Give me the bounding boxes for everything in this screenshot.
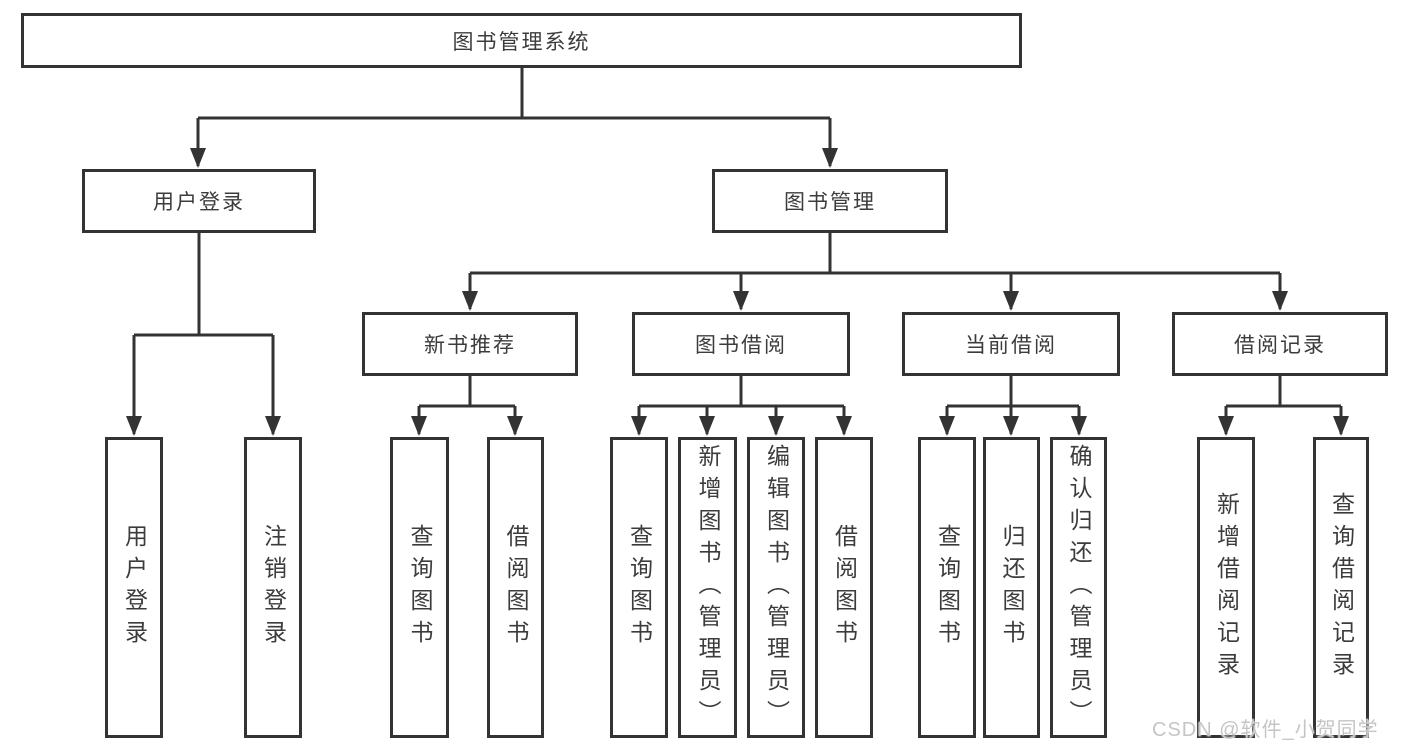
leaf-return-book: 归还图书 bbox=[983, 437, 1040, 738]
node-new-book-recommendation: 新书推荐 bbox=[362, 312, 578, 376]
leaf-user-login-label: 用户登录 bbox=[121, 523, 148, 652]
leaf-add-borrow-record-label: 新增借阅记录 bbox=[1213, 491, 1240, 684]
leaf-return-book-label: 归还图书 bbox=[999, 523, 1025, 652]
leaf-query-borrow-record-label: 查询借阅记录 bbox=[1328, 491, 1355, 684]
leaf-confirm-return-admin-label: 确认归还（管理员） bbox=[1066, 443, 1092, 732]
leaf-query-books-borrowing: 查询图书 bbox=[610, 437, 668, 738]
leaf-logout: 注销登录 bbox=[244, 437, 302, 738]
node-book-management: 图书管理 bbox=[712, 169, 948, 233]
leaf-query-books-recommend: 查询图书 bbox=[390, 437, 449, 738]
leaf-query-borrow-record: 查询借阅记录 bbox=[1313, 437, 1369, 738]
connector-lines bbox=[132, 68, 1343, 434]
leaf-borrow-books-recommend: 借阅图书 bbox=[487, 437, 544, 738]
leaf-confirm-return-admin: 确认归还（管理员） bbox=[1050, 437, 1107, 738]
leaf-logout-label: 注销登录 bbox=[260, 523, 287, 652]
leaf-add-book-admin: 新增图书（管理员） bbox=[678, 437, 737, 738]
leaf-borrow-books-recommend-label: 借阅图书 bbox=[503, 523, 529, 652]
leaf-borrow-books-borrowing-label: 借阅图书 bbox=[831, 523, 858, 652]
leaf-edit-book-admin: 编辑图书（管理员） bbox=[747, 437, 805, 738]
leaf-query-books-recommend-label: 查询图书 bbox=[407, 523, 433, 652]
node-current-borrowing: 当前借阅 bbox=[902, 312, 1120, 376]
leaf-add-borrow-record: 新增借阅记录 bbox=[1197, 437, 1255, 738]
leaf-query-books-borrowing-label: 查询图书 bbox=[626, 523, 653, 652]
node-borrowing-records: 借阅记录 bbox=[1172, 312, 1388, 376]
leaf-query-books-current: 查询图书 bbox=[918, 437, 976, 738]
leaf-query-books-current-label: 查询图书 bbox=[934, 523, 961, 652]
node-user-login: 用户登录 bbox=[82, 169, 316, 233]
node-book-borrowing: 图书借阅 bbox=[632, 312, 850, 376]
leaf-edit-book-admin-label: 编辑图书（管理员） bbox=[763, 443, 790, 732]
node-library-management-system: 图书管理系统 bbox=[21, 13, 1022, 68]
csdn-watermark: CSDN @软件_小贺同学 bbox=[1152, 719, 1379, 741]
leaf-add-book-admin-label: 新增图书（管理员） bbox=[695, 443, 721, 732]
leaf-borrow-books-borrowing: 借阅图书 bbox=[815, 437, 873, 738]
leaf-user-login: 用户登录 bbox=[105, 437, 163, 738]
